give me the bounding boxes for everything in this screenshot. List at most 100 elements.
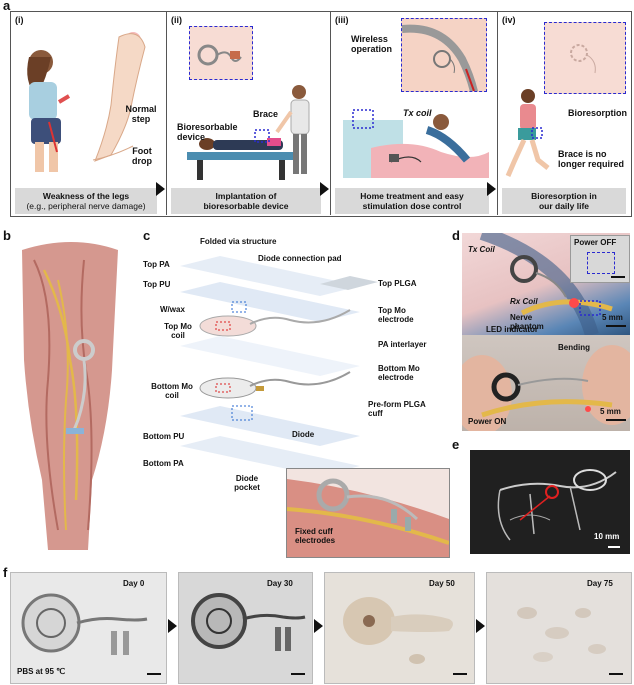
step-i: (i) Normal step Foot drop Weakness of th… [11,12,162,215]
step-ii: (ii) Bioresorbable device Brace Implanta… [167,12,325,215]
step-i-caption-line2: (e.g., peripheral nerve damage) [26,201,146,211]
label-day30: Day 30 [267,579,293,588]
panel-e-label: e [452,437,460,452]
label-day50: Day 50 [429,579,455,588]
step-iv-zoom [544,22,626,94]
label-nerve-phantom: Nerve phantom [510,313,544,331]
scalebar-day75 [609,673,623,675]
label-preform-plga-cuff: Pre-form PLGA cuff [368,400,426,418]
step-iv: (iv) Bioresorption Brace is no longer re… [498,12,629,215]
scalebar-day50 [453,673,467,675]
power-off-inset: Power OFF [570,235,630,283]
step-iv-caption: Bioresorption in our daily life [502,188,626,214]
label-power-off: Power OFF [574,238,617,247]
day50-photo: Day 50 [324,572,475,684]
xray-photo: 10 mm [470,450,630,554]
label-rx-coil: Rx Coil [510,297,538,306]
callout-brace-not-required: Brace is no longer required [558,149,625,169]
step-ii-zoom [189,26,253,80]
surgery-illustration [187,85,310,180]
callout-foot-drop: Foot drop [132,146,152,166]
label-tx-coil: Tx Coil [468,245,495,254]
scalebar-e [608,546,620,548]
label-day75: Day 75 [587,579,613,588]
label-scale-e: 10 mm [594,532,620,541]
label-pa-interlayer: PA interlayer [378,340,427,349]
step-arrow-1 [156,182,165,196]
step-ii-caption-line1: Implantation of [215,191,277,201]
label-top-mo-electrode: Top Mo electrode [378,306,414,324]
scalebar-day0 [147,673,161,675]
step-iv-number: (iv) [502,15,516,25]
label-bending: Bending [558,343,590,352]
power-off-zoom [587,252,615,274]
runner-illustration [505,89,550,177]
divider-3 [497,12,498,215]
step-i-caption-line1: Weakness of the legs [42,191,130,201]
step-ii-number: (ii) [171,15,182,25]
home-treatment-illustration [343,109,489,178]
callout-bioresorption: Bioresorption [568,108,628,118]
label-bottom-pa: Bottom PA [143,459,184,468]
callout-brace: Brace [253,109,279,119]
day75-photo: Day 75 [486,572,632,684]
panel-f-label: f [3,565,8,580]
leg-illustration [27,32,146,172]
label-fixed-cuff-electrodes: Fixed cuff electrodes [295,527,336,545]
step-iii-caption-line2: stimulation dose control [362,201,462,211]
label-top-pa: Top PA [143,260,170,269]
day-arrow-1 [168,619,177,633]
scalebar-day30 [291,673,305,675]
label-power-on: Power ON [468,417,507,426]
label-diode-pad: Diode connection pad [258,254,342,263]
label-scale-d-top: 5 mm [602,313,623,322]
panel-b-label: b [3,228,11,243]
cuff-inset: Fixed cuff electrodes [286,468,450,558]
step-iii-caption: Home treatment and easy stimulation dose… [335,188,489,214]
label-scale-d-bottom: 5 mm [600,407,621,416]
callout-normal-step: Normal step [125,104,157,124]
panel-a-label: a [3,0,11,13]
label-diode-pocket: Diode pocket [234,474,260,492]
day-arrow-2 [314,619,323,633]
photo-d-bottom: Bending Power ON 5 mm [462,335,630,431]
label-w-wax: W/wax [160,305,185,314]
scalebar-d-top [606,325,626,327]
panel-d-label: d [452,228,460,243]
step-iv-caption-line1: Bioresorption in [531,191,597,201]
day30-photo: Day 30 [178,572,313,684]
step-iii-caption-line1: Home treatment and easy [360,191,464,201]
panel-c-label: c [143,228,151,243]
label-top-plga: Top PLGA [378,279,417,288]
callout-tx-coil: Tx coil [403,108,432,118]
divider-2 [330,12,331,215]
label-top-pu: Top PU [143,280,171,289]
day-arrow-3 [476,619,485,633]
day0-photo: Day 0 PBS at 95 ℃ [10,572,167,684]
label-bottom-mo-coil: Bottom Mo coil [151,382,193,400]
leg-anatomy [22,242,118,550]
label-pbs-condition: PBS at 95 ℃ [17,667,66,676]
step-arrow-2 [320,182,329,196]
power-off-scalebar [611,276,625,278]
step-iii: (iii) Wireless operation Tx coil Home tr… [331,12,493,215]
step-iii-zoom [401,18,487,102]
step-arrow-3 [487,182,496,196]
step-ii-caption: Implantation of bioresorbable device [171,188,321,214]
label-top-mo-coil: Top Mo coil [164,322,192,340]
exploded-device-diagram [180,256,378,476]
label-bottom-mo-electrode: Bottom Mo electrode [378,364,420,382]
step-iii-number: (iii) [335,15,349,25]
label-folded-via: Folded via structure [200,237,277,246]
step-i-number: (i) [15,15,24,25]
label-diode: Diode [292,430,315,439]
step-iv-caption-line2: our daily life [538,201,590,211]
divider-1 [166,12,167,215]
step-ii-caption-line2: bioresorbable device [203,201,289,211]
label-led-indicator: LED indicator [486,325,539,334]
label-bottom-pu: Bottom PU [143,432,185,441]
photo-d-top: Power OFF Tx Coil Rx Coil Nerve phantom … [462,233,630,335]
callout-wireless-operation: Wireless operation [351,34,393,54]
label-day0: Day 0 [123,579,145,588]
callout-bioresorbable-device: Bioresorbable device [177,122,238,142]
